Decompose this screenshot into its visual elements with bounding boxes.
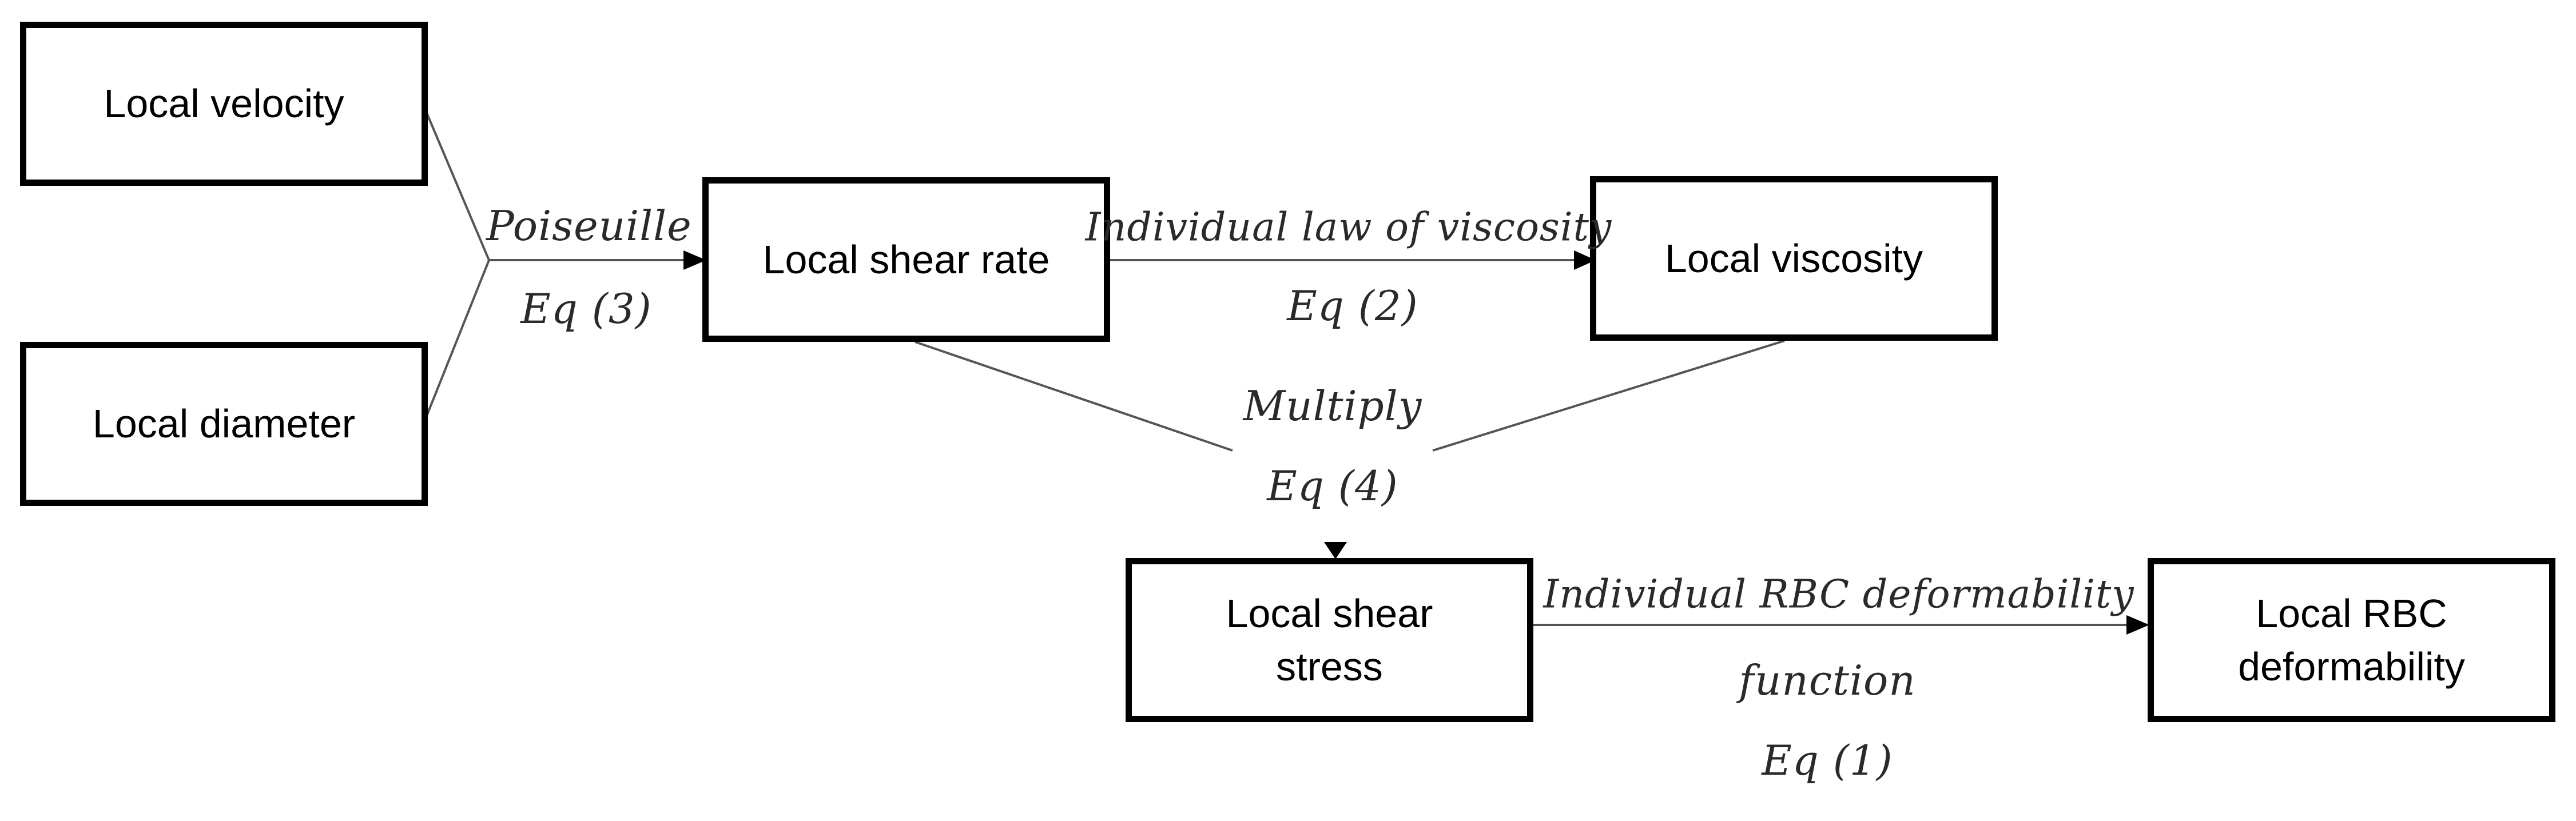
edge-multiply-eq: Eq (4)	[1267, 462, 1398, 510]
shear-rate-to-multiply	[915, 341, 1233, 452]
poiseuille-arrowhead	[683, 250, 706, 270]
node-local-velocity-label: Local velocity	[104, 81, 344, 126]
node-local-diameter-label: Local diameter	[92, 401, 356, 447]
edge-multiply-label: Multiply	[1243, 382, 1422, 430]
node-local-diameter: Local diameter	[20, 342, 428, 506]
node-local-shear-rate-label: Local shear rate	[762, 237, 1050, 282]
edge-deformability-eq: Eq (1)	[1762, 736, 1893, 784]
node-local-viscosity: Local viscosity	[1590, 176, 1998, 341]
edge-viscosity-law-eq: Eq (2)	[1287, 282, 1418, 330]
node-local-shear-rate: Local shear rate	[702, 177, 1110, 342]
viscosity-arrowhead	[1574, 250, 1596, 270]
node-local-shear-stress: Local shear stress	[1126, 558, 1533, 722]
edge-deformability-label2: function	[1739, 656, 1916, 704]
node-local-viscosity-label: Local viscosity	[1664, 236, 1923, 281]
edge-poiseuille-label: Poiseuille	[486, 202, 692, 250]
edge-poiseuille-eq: Eq (3)	[520, 285, 652, 333]
node-local-rbc-deformability-label: Local RBC deformability	[2238, 591, 2465, 689]
node-local-shear-stress-label: Local shear stress	[1226, 591, 1433, 689]
node-local-rbc-deformability: Local RBC deformability	[2148, 558, 2555, 722]
deformability-arrowhead	[2126, 615, 2149, 635]
velocity-connector	[425, 111, 490, 261]
multiply-arrowhead	[1324, 542, 1347, 559]
viscosity-to-multiply	[1432, 340, 1785, 452]
edge-deformability-label: Individual RBC deformability	[1543, 572, 2134, 617]
diameter-connector	[425, 260, 490, 418]
node-local-velocity: Local velocity	[20, 22, 428, 186]
edge-viscosity-law-label: Individual law of viscosity	[1085, 205, 1612, 250]
